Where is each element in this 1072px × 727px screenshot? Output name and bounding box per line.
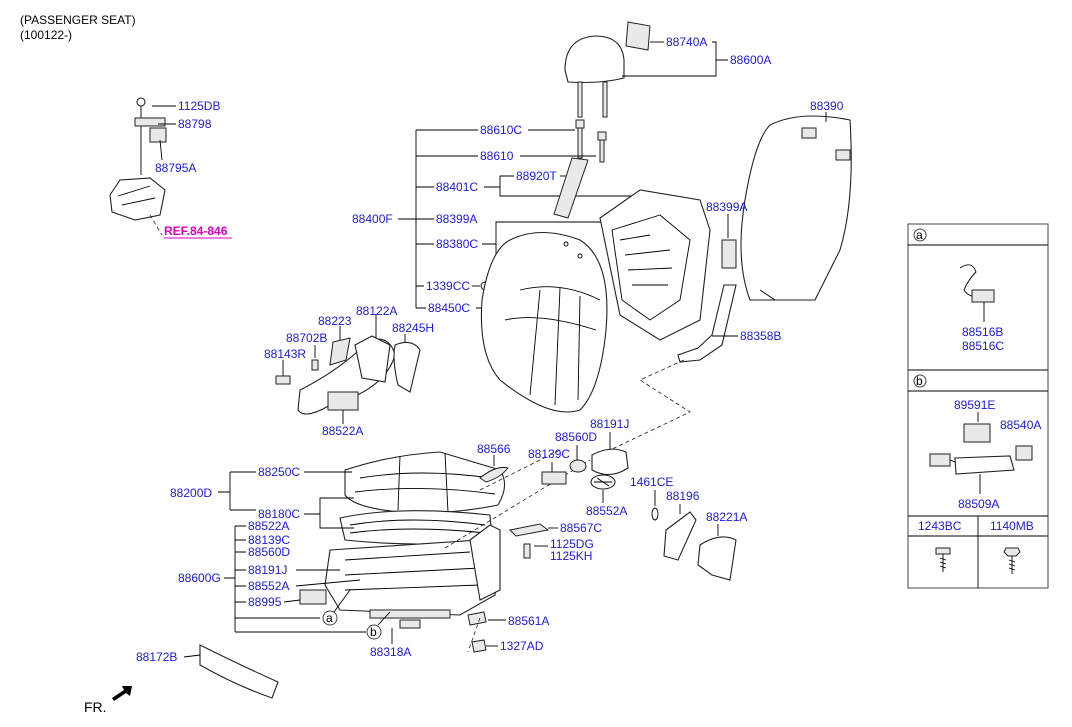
label-88560D: 88560D — [555, 430, 597, 444]
side-label-88516C: 88516C — [962, 339, 1004, 353]
side-cover-drawing — [275, 335, 421, 415]
label-88191J: 88191J — [590, 417, 629, 431]
label-88567C: 88567C — [560, 521, 602, 535]
label-88250C: 88250C — [258, 465, 300, 479]
label-88561A: 88561A — [508, 614, 549, 628]
label-1339CC: 1339CC — [426, 279, 470, 293]
label-88795A: 88795A — [155, 161, 196, 175]
seatback-frame-drawing — [480, 189, 711, 341]
side-label-88540A: 88540A — [1000, 418, 1041, 432]
back-cover-drawing — [740, 115, 852, 301]
label-88191J-2: 88191J — [248, 563, 287, 577]
label-88245H: 88245H — [392, 321, 434, 335]
label-88566: 88566 — [477, 442, 511, 456]
label-88610: 88610 — [480, 149, 514, 163]
label-1327AD: 1327AD — [500, 639, 544, 653]
label-88221A: 88221A — [706, 510, 747, 524]
seatback-cushion-drawing — [480, 232, 608, 413]
label-88450C: 88450C — [428, 301, 470, 315]
label-88798: 88798 — [178, 117, 212, 131]
label-88399A: 88399A — [436, 212, 477, 226]
label-88390: 88390 — [810, 99, 844, 113]
screw-icon — [935, 547, 951, 572]
header-subtitle: (100122-) — [20, 28, 72, 42]
label-88380C: 88380C — [436, 237, 478, 251]
label-88399A-2: 88399A — [706, 200, 747, 214]
label-88552A-2: 88552A — [248, 579, 289, 593]
label-88522A-2: 88522A — [248, 519, 289, 533]
label-88143R: 88143R — [264, 347, 306, 361]
front-direction-label: FR. — [84, 699, 107, 715]
side-box-a-tag: a — [916, 228, 923, 242]
label-88318A: 88318A — [370, 645, 411, 659]
label-88196: 88196 — [666, 489, 700, 503]
bracket-assembly-drawing — [109, 97, 167, 236]
headrest-drawing — [564, 21, 651, 163]
label-88139C-2: 88139C — [248, 533, 290, 547]
header-title: (PASSENGER SEAT) — [20, 13, 136, 27]
front-arrow-icon — [112, 686, 132, 701]
side-box-b-tag: b — [916, 374, 923, 388]
side-label-89591E: 89591E — [954, 398, 995, 412]
bolt-icon — [1003, 547, 1021, 574]
ref-link[interactable]: REF.84-846 — [164, 224, 228, 238]
label-88358B: 88358B — [740, 329, 781, 343]
callout-b: b — [370, 625, 377, 639]
label-88139C: 88139C — [528, 447, 570, 461]
trim-strip — [553, 157, 589, 219]
garnish-strip — [199, 644, 279, 699]
harness-drawing — [677, 239, 737, 363]
label-1125KH: 1125KH — [550, 549, 592, 563]
label-1125DB: 1125DB — [178, 99, 220, 113]
label-88560D-2: 88560D — [248, 545, 290, 559]
label-88600G: 88600G — [178, 571, 221, 585]
callout-a: a — [326, 611, 333, 625]
label-88180C: 88180C — [258, 507, 300, 521]
label-88740A: 88740A — [666, 35, 707, 49]
seat-small-parts-drawing — [479, 448, 737, 581]
label-1125DG: 1125DG — [550, 537, 594, 551]
side-label-88516B: 88516B — [962, 325, 1003, 339]
side-label-1243BC: 1243BC — [918, 519, 962, 533]
side-label-88509A: 88509A — [958, 497, 999, 511]
label-88600A: 88600A — [730, 53, 771, 67]
label-88200D: 88200D — [170, 486, 212, 500]
label-88702B: 88702B — [286, 331, 327, 345]
label-88995: 88995 — [248, 595, 282, 609]
label-88401C: 88401C — [436, 180, 478, 194]
label-88223: 88223 — [318, 314, 352, 328]
label-88522A: 88522A — [322, 424, 363, 438]
side-label-1140MB: 1140MB — [990, 519, 1034, 533]
side-panel: a 88516B 88516C b 89591E 88540A 88509A 1… — [907, 223, 1049, 589]
label-88552A: 88552A — [586, 504, 627, 518]
seat-cushion-drawing — [299, 451, 531, 653]
label-88122A: 88122A — [356, 304, 397, 318]
label-88172B: 88172B — [136, 650, 177, 664]
label-88920T: 88920T — [516, 169, 557, 183]
label-88610C: 88610C — [480, 123, 522, 137]
label-1461CE: 1461CE — [630, 475, 673, 489]
label-88400F: 88400F — [352, 212, 393, 226]
